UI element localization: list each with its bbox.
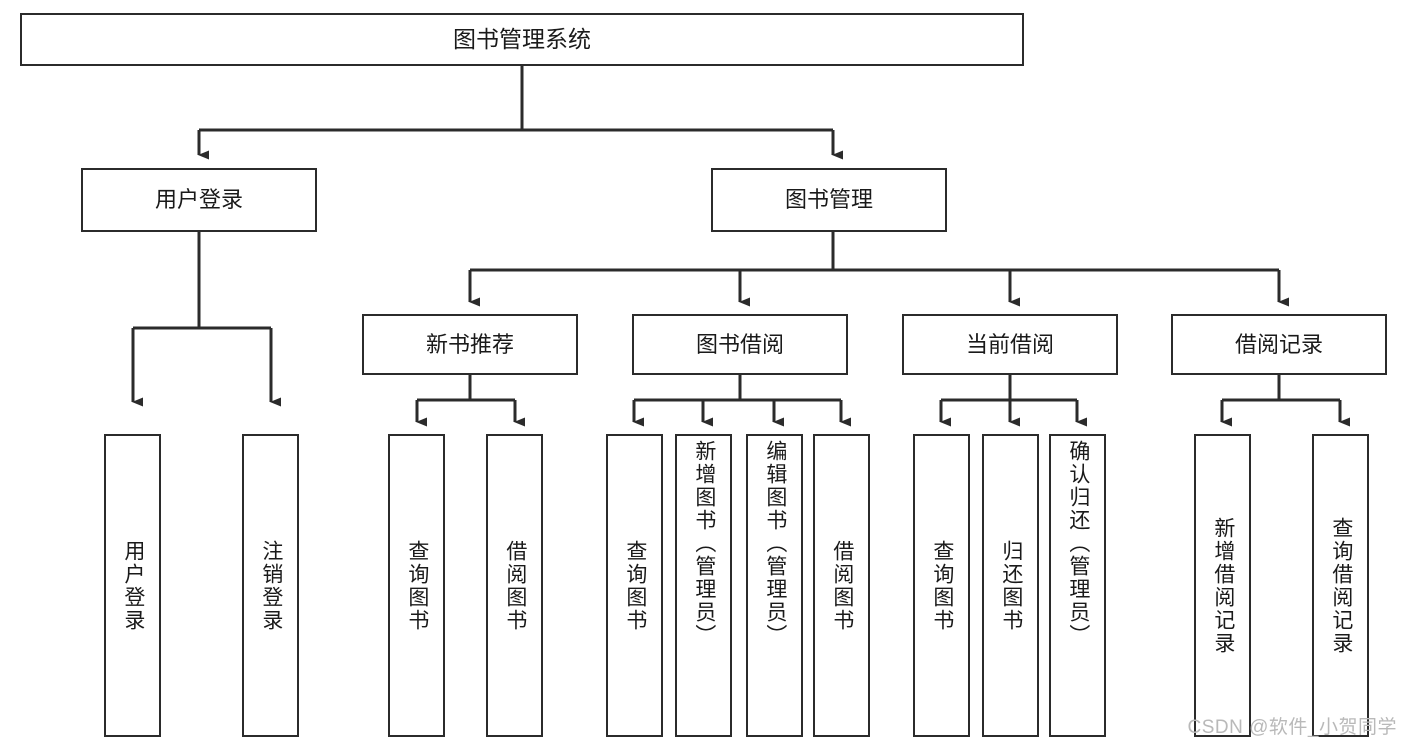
- csdn-watermark: CSDN @软件_小贺同学: [1187, 717, 1397, 738]
- node-label: 查询借阅记录: [1329, 516, 1353, 655]
- leaf-borrow-book[interactable]: 借阅图书: [813, 434, 870, 737]
- node-label: 图书管理: [784, 187, 873, 213]
- node-label: 借阅记录: [1234, 331, 1323, 357]
- leaf-edit-book-admin[interactable]: 编辑图书（管理员）: [746, 434, 803, 737]
- leaf-add-borrow-record[interactable]: 新增借阅记录: [1194, 434, 1251, 737]
- node-label: 新书推荐: [425, 331, 514, 357]
- node-new-book-recommend[interactable]: 新书推荐: [362, 314, 578, 375]
- node-label: 新增图书（管理员）: [692, 440, 716, 647]
- node-borrow-record[interactable]: 借阅记录: [1171, 314, 1387, 375]
- leaf-query-book-borrow[interactable]: 查询图书: [606, 434, 663, 737]
- node-label: 查询图书: [623, 539, 647, 632]
- node-label: 确认归还（管理员）: [1066, 440, 1090, 647]
- node-user-login[interactable]: 用户登录: [81, 168, 317, 232]
- leaf-user-login[interactable]: 用户登录: [104, 434, 161, 737]
- node-label: 借阅图书: [830, 539, 854, 632]
- node-label: 借阅图书: [503, 539, 527, 632]
- node-label: 编辑图书（管理员）: [763, 440, 787, 647]
- node-book-management[interactable]: 图书管理: [711, 168, 947, 232]
- node-label: 新增借阅记录: [1211, 516, 1235, 655]
- node-label: 归还图书: [999, 539, 1023, 632]
- node-label: 当前借阅: [965, 331, 1054, 357]
- node-label: 图书借阅: [695, 331, 784, 357]
- leaf-add-book-admin[interactable]: 新增图书（管理员）: [675, 434, 732, 737]
- node-label: 查询图书: [930, 539, 954, 632]
- node-label: 用户登录: [121, 539, 145, 632]
- leaf-query-borrow-record[interactable]: 查询借阅记录: [1312, 434, 1369, 737]
- node-current-borrow[interactable]: 当前借阅: [902, 314, 1118, 375]
- node-book-borrow[interactable]: 图书借阅: [632, 314, 848, 375]
- node-root-book-management-system[interactable]: 图书管理系统: [20, 13, 1024, 66]
- leaf-query-book-current[interactable]: 查询图书: [913, 434, 970, 737]
- node-label: 注销登录: [259, 539, 283, 632]
- node-label: 用户登录: [154, 187, 243, 213]
- leaf-query-book-recommend[interactable]: 查询图书: [388, 434, 445, 737]
- leaf-confirm-return-admin[interactable]: 确认归还（管理员）: [1049, 434, 1106, 737]
- leaf-logout[interactable]: 注销登录: [242, 434, 299, 737]
- leaf-borrow-book-recommend[interactable]: 借阅图书: [486, 434, 543, 737]
- leaf-return-book[interactable]: 归还图书: [982, 434, 1039, 737]
- node-label: 图书管理系统: [453, 25, 591, 52]
- node-label: 查询图书: [405, 539, 429, 632]
